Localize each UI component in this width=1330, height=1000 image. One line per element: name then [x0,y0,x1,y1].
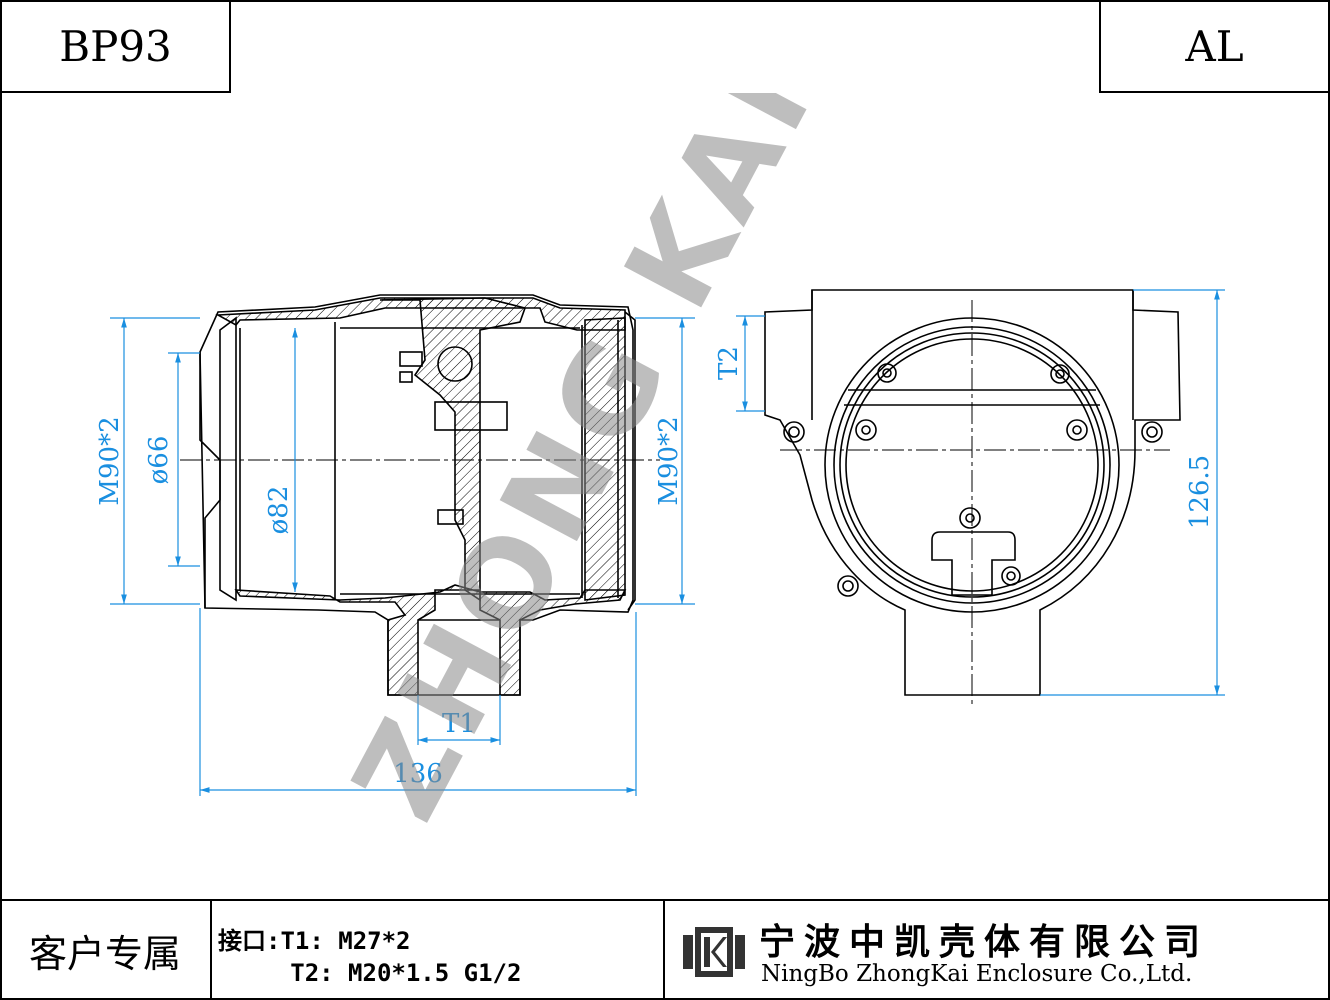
company-name-cn: 宁波中凯壳体有限公司 [759,922,1210,963]
model-number: BP93 [0,0,231,93]
company-name-en: NingBo ZhongKai Enclosure Co.,Ltd. [761,961,1193,987]
port-spec-line-1: 接口:T1: M27*2 [218,927,411,955]
dim-port-t2: T2 [714,346,744,380]
title-block: 客户专属 接口:T1: M27*2 T2: M20*1.5 G1/2 宁波中凯壳… [0,899,1330,1000]
dim-dia-82: ø82 [264,486,294,535]
customer-exclusive-label: 客户专属 [0,901,212,1000]
company-block: 宁波中凯壳体有限公司 NingBo ZhongKai Enclosure Co.… [663,901,1330,1000]
technical-drawing: M90*2 ø66 ø82 M90*2 T1 136 [95,93,1225,841]
material-code: AL [1099,0,1330,93]
dim-length-136: 136 [393,759,443,789]
port-spec: 接口:T1: M27*2 T2: M20*1.5 G1/2 [210,901,665,1000]
section-view [199,294,636,696]
dim-dia-66: ø66 [144,436,174,485]
dim-port-t1: T1 [442,709,476,739]
zhongkai-logo-icon [683,927,745,977]
end-view-dimensions [736,289,1225,696]
section-dimensions [110,317,695,796]
port-spec-line-2: T2: M20*1.5 G1/2 [218,959,522,987]
watermark: ZHONG KAI [327,93,841,841]
dim-height-126: 126.5 [1185,455,1215,529]
dim-thread-main-right: M90*2 [654,416,684,505]
dim-thread-main-left: M90*2 [95,416,125,505]
